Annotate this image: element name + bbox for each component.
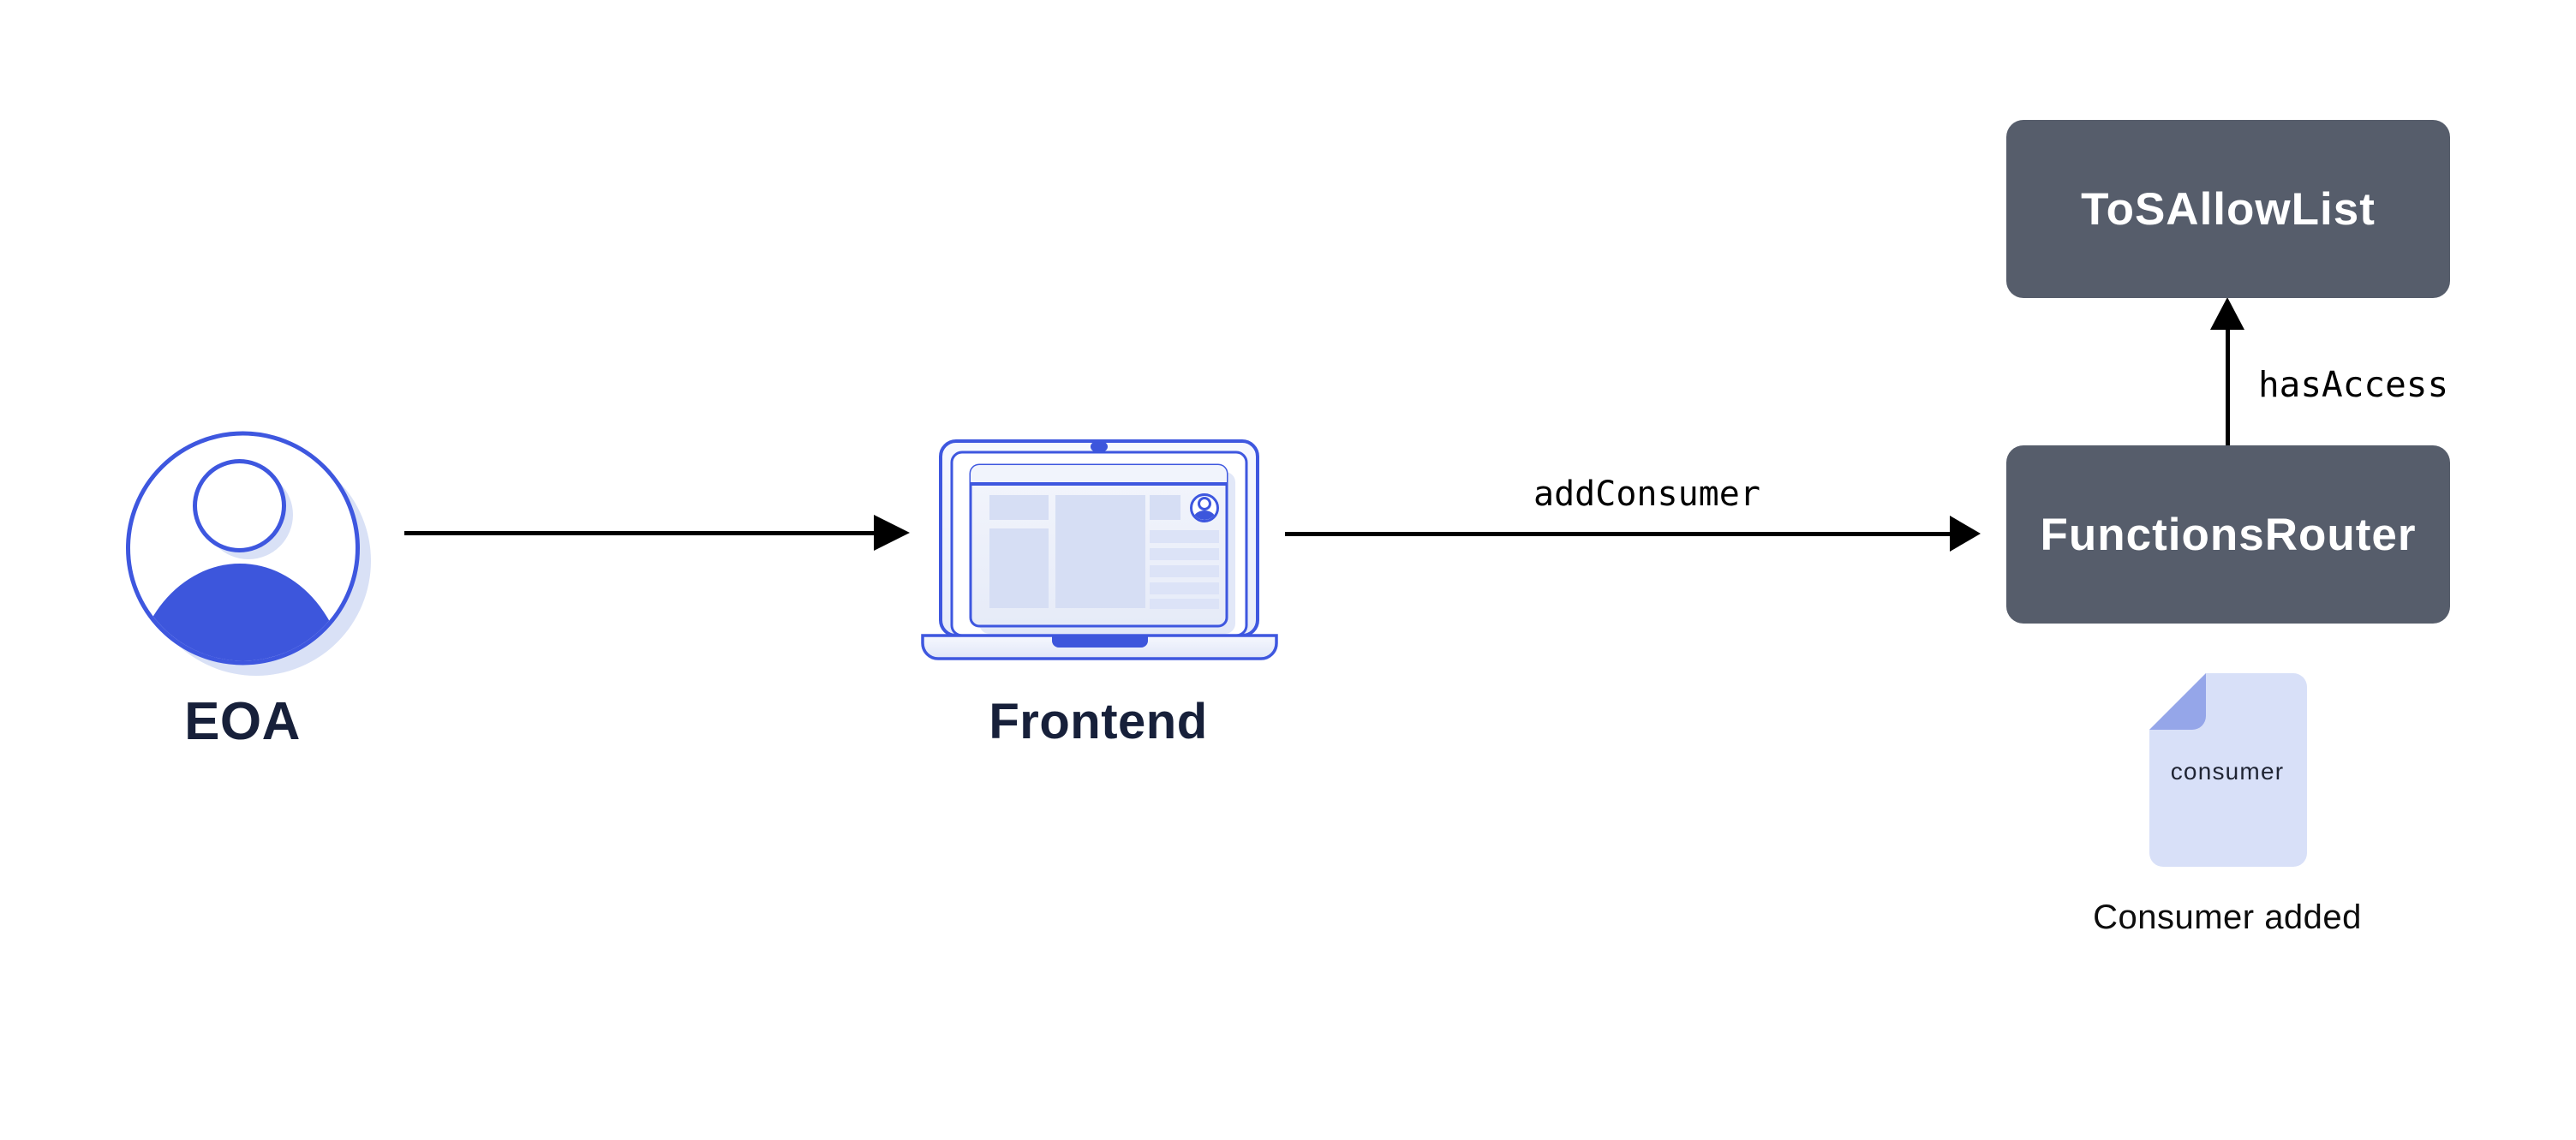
addconsumer-edge-label: addConsumer	[1533, 475, 1760, 514]
functions-router-box: FunctionsRouter	[2006, 445, 2450, 624]
tos-allow-list-label: ToSAllowList	[2081, 183, 2376, 235]
tos-allow-list-box: ToSAllowList	[2006, 120, 2450, 298]
document-icon	[2149, 673, 2307, 867]
functions-router-label: FunctionsRouter	[2040, 509, 2417, 560]
eoa-node-label: EOA	[184, 692, 301, 751]
laptop-icon	[921, 439, 1278, 660]
arrow-frontend-to-router-line	[1285, 532, 1951, 536]
consumer-added-caption: Consumer added	[2093, 898, 2362, 936]
arrow-frontend-to-router-head	[1950, 516, 1981, 552]
arrow-router-to-allowlist-head	[2210, 297, 2244, 330]
document-file-label: consumer	[2170, 758, 2285, 785]
frontend-node-label: Frontend	[989, 694, 1208, 749]
user-avatar-icon	[126, 431, 371, 676]
hasaccess-edge-label: hasAccess	[2258, 364, 2449, 405]
arrow-router-to-allowlist-line	[2226, 329, 2230, 445]
arrow-eoa-to-frontend-line	[404, 531, 876, 535]
arrow-eoa-to-frontend-head	[874, 515, 910, 551]
